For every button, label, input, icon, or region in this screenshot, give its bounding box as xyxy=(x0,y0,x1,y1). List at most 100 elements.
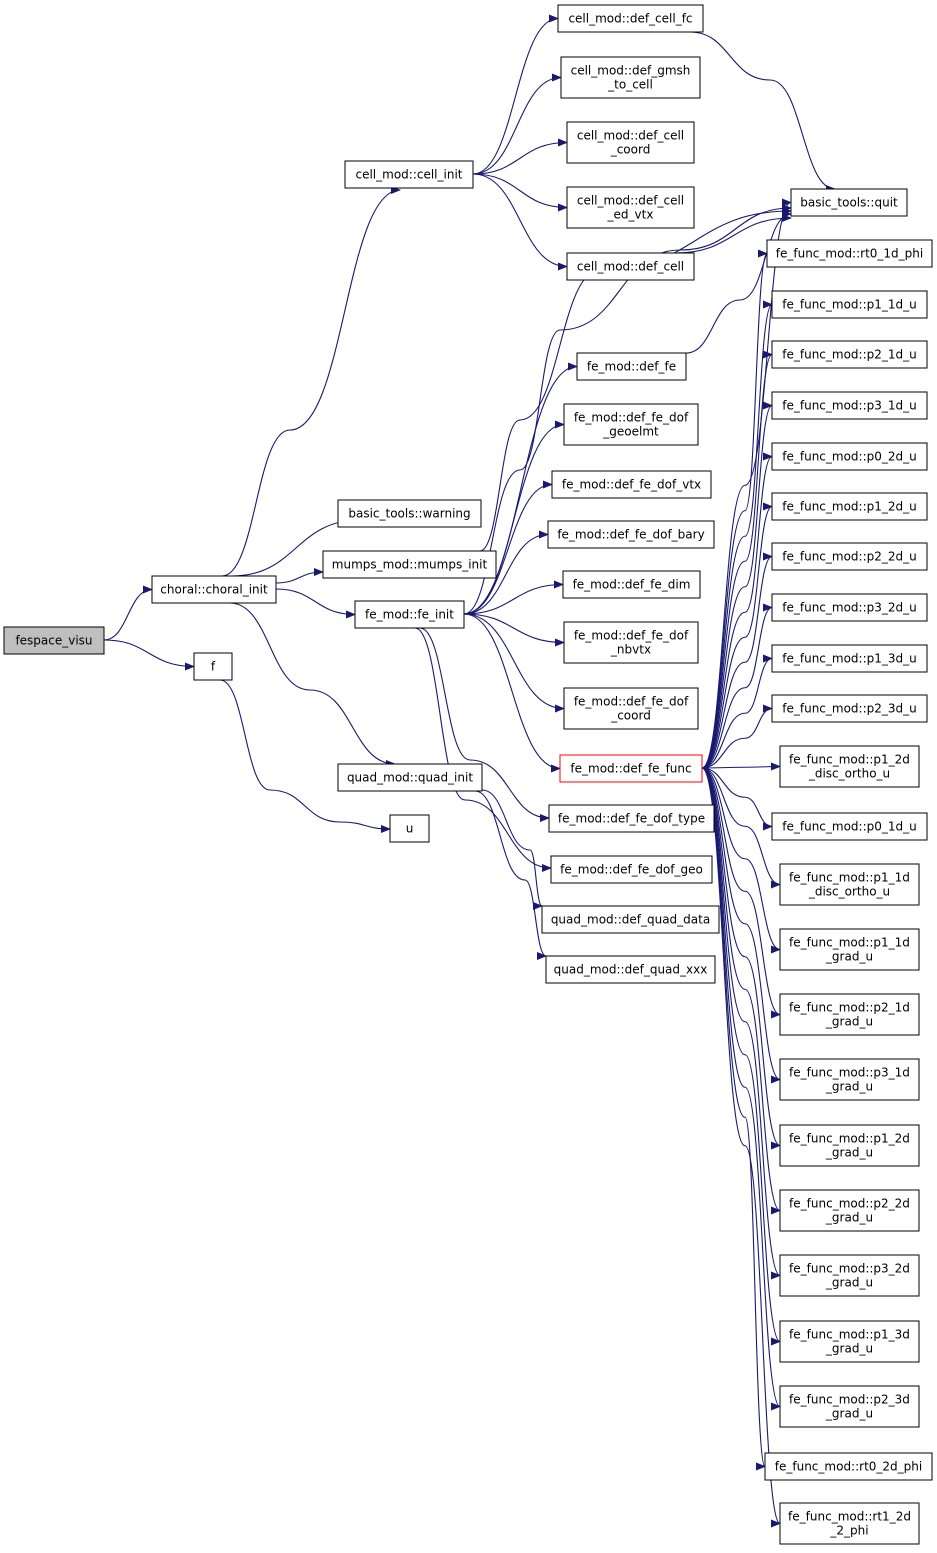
node-p1_3d_u[interactable]: fe_func_mod::p1_3d_u xyxy=(771,644,928,673)
node-def_quad_xxx[interactable]: quad_mod::def_quad_xxx xyxy=(545,955,716,984)
node-label: fe_func_mod::p3_1d_u xyxy=(782,399,916,413)
node-def_quad_data[interactable]: quad_mod::def_quad_data xyxy=(541,905,720,934)
node-box xyxy=(771,391,928,420)
node-def_fe_dof_geo[interactable]: fe_mod::def_fe_dof_geo xyxy=(550,855,713,884)
node-def_fe_dof_type[interactable]: fe_mod::def_fe_dof_type xyxy=(548,804,715,833)
node-p0_2d_u[interactable]: fe_func_mod::p0_2d_u xyxy=(771,442,928,471)
node-label: _grad_u xyxy=(825,1407,873,1421)
edge-choral_init-to-mumps_init xyxy=(275,568,324,584)
node-label: _disc_ortho_u xyxy=(808,885,890,899)
node-label: fe_func_mod::p2_3d_u xyxy=(782,702,916,716)
node-label: fe_func_mod::p1_2d xyxy=(789,1132,910,1146)
edge-def_fe_func-to-p1_1d_u xyxy=(701,300,773,769)
node-label: cell_mod::def_cell xyxy=(577,260,684,274)
node-box xyxy=(560,56,701,99)
node-f[interactable]: f xyxy=(193,652,233,681)
node-quad_init[interactable]: quad_mod::quad_init xyxy=(337,763,483,792)
node-def_fe_dof_nbvtx[interactable]: fe_mod::def_fe_dof_nbvtx xyxy=(563,621,699,664)
node-p1_2d_disc_ortho_u[interactable]: fe_func_mod::p1_2d_disc_ortho_u xyxy=(779,745,920,788)
node-rt1_2d_2_phi[interactable]: fe_func_mod::rt1_2d_2_phi xyxy=(779,1502,920,1545)
node-p2_3d_grad_u[interactable]: fe_func_mod::p2_3d_grad_u xyxy=(779,1385,920,1428)
edge-cell_init-to-def_cell_ed_vtx xyxy=(472,173,568,212)
node-label: fespace_visu xyxy=(15,634,92,648)
node-p0_1d_u[interactable]: fe_func_mod::p0_1d_u xyxy=(771,812,928,841)
node-label: fe_mod::def_fe_dof_bary xyxy=(557,528,704,542)
node-p3_1d_u[interactable]: fe_func_mod::p3_1d_u xyxy=(771,391,928,420)
node-def_cell_fc[interactable]: cell_mod::def_cell_fc xyxy=(557,4,704,33)
edge-def_fe_func-to-p0_1d_u xyxy=(701,767,773,831)
node-def_gmsh_to_cell[interactable]: cell_mod::def_gmsh_to_cell xyxy=(560,56,701,99)
edge-def_fe_func-to-p2_2d_u xyxy=(701,552,773,769)
node-p2_1d_grad_u[interactable]: fe_func_mod::p2_1d_grad_u xyxy=(779,993,920,1036)
node-p3_1d_grad_u[interactable]: fe_func_mod::p3_1d_grad_u xyxy=(779,1058,920,1101)
node-box xyxy=(771,644,928,673)
node-def_fe[interactable]: fe_mod::def_fe xyxy=(576,352,687,381)
node-cell_init[interactable]: cell_mod::cell_init xyxy=(344,160,474,189)
node-box xyxy=(790,188,908,217)
node-box xyxy=(337,499,482,528)
node-rt0_2d_phi[interactable]: fe_func_mod::rt0_2d_phi xyxy=(764,1452,933,1481)
node-def_fe_dof_bary[interactable]: fe_mod::def_fe_dof_bary xyxy=(547,520,715,549)
node-label: fe_func_mod::p3_2d xyxy=(789,1262,910,1276)
node-label: fe_func_mod::p0_2d_u xyxy=(782,450,916,464)
node-label: fe_func_mod::p2_1d_u xyxy=(782,348,916,362)
node-p2_3d_u[interactable]: fe_func_mod::p2_3d_u xyxy=(771,694,928,723)
node-fe_init[interactable]: fe_mod::fe_init xyxy=(354,600,465,629)
edge-def_fe_func-to-p1_3d_grad_u xyxy=(701,767,781,1346)
node-p1_2d_grad_u[interactable]: fe_func_mod::p1_2d_grad_u xyxy=(779,1124,920,1167)
node-label: fe_mod::def_fe_dof xyxy=(574,411,689,425)
node-warning[interactable]: basic_tools::warning xyxy=(337,499,482,528)
node-p2_2d_grad_u[interactable]: fe_func_mod::p2_2d_grad_u xyxy=(779,1189,920,1232)
node-box xyxy=(559,754,703,783)
node-u[interactable]: u xyxy=(389,814,430,843)
node-def_cell_ed_vtx[interactable]: cell_mod::def_cell_ed_vtx xyxy=(566,186,695,229)
node-box xyxy=(779,1189,920,1232)
edge-fe_init-to-def_fe_dof_nbvtx xyxy=(463,613,565,647)
node-label: fe_func_mod::p1_1d xyxy=(789,936,910,950)
node-p1_2d_u[interactable]: fe_func_mod::p1_2d_u xyxy=(771,492,928,521)
node-label: quad_mod::def_quad_data xyxy=(551,913,710,927)
node-box xyxy=(566,186,695,229)
node-rt0_1d_phi[interactable]: fe_func_mod::rt0_1d_phi xyxy=(766,239,933,268)
node-def_fe_func[interactable]: fe_mod::def_fe_func xyxy=(559,754,703,783)
node-def_cell[interactable]: cell_mod::def_cell xyxy=(566,252,695,281)
edge-def_fe_func-to-p1_1d_grad_u xyxy=(701,767,781,954)
node-p3_2d_grad_u[interactable]: fe_func_mod::p3_2d_grad_u xyxy=(779,1254,920,1297)
node-def_fe_dof_coord[interactable]: fe_mod::def_fe_dof_coord xyxy=(563,687,699,730)
node-fespace_visu[interactable]: fespace_visu xyxy=(3,626,105,655)
node-p1_1d_grad_u[interactable]: fe_func_mod::p1_1d_grad_u xyxy=(779,928,920,971)
node-label: fe_func_mod::p1_2d xyxy=(789,753,910,767)
node-label: fe_func_mod::p1_1d_u xyxy=(782,298,916,312)
node-box xyxy=(779,993,920,1036)
node-def_fe_dim[interactable]: fe_mod::def_fe_dim xyxy=(562,570,701,599)
edge-def_cell-to-quit xyxy=(675,214,792,254)
node-p1_1d_disc_ortho_u[interactable]: fe_func_mod::p1_1d_disc_ortho_u xyxy=(779,863,920,906)
node-p2_1d_u[interactable]: fe_func_mod::p2_1d_u xyxy=(771,340,928,369)
node-box xyxy=(193,652,233,681)
node-def_fe_dof_geoelmt[interactable]: fe_mod::def_fe_dof_geoelmt xyxy=(563,403,699,446)
node-box xyxy=(557,4,704,33)
node-label: f xyxy=(211,660,216,674)
node-p1_1d_u[interactable]: fe_func_mod::p1_1d_u xyxy=(771,290,928,319)
node-choral_init[interactable]: choral::choral_init xyxy=(151,575,277,604)
node-p2_2d_u[interactable]: fe_func_mod::p2_2d_u xyxy=(771,542,928,571)
edge-fespace_visu-to-choral_init xyxy=(103,585,153,641)
node-label: basic_tools::quit xyxy=(800,196,898,210)
edge-def_fe_func-to-p2_1d_grad_u xyxy=(701,767,781,1019)
edge-def_fe_func-to-p2_3d_u xyxy=(701,704,773,769)
node-def_cell_coord[interactable]: cell_mod::def_cell_coord xyxy=(566,121,695,164)
edge-def_fe_func-to-p3_1d_u xyxy=(701,401,773,769)
node-box xyxy=(771,340,928,369)
node-mumps_init[interactable]: mumps_mod::mumps_init xyxy=(322,550,497,579)
node-box xyxy=(337,763,483,792)
node-label: fe_func_mod::p1_3d xyxy=(789,1328,910,1342)
node-p3_2d_u[interactable]: fe_func_mod::p3_2d_u xyxy=(771,593,928,622)
node-quit[interactable]: basic_tools::quit xyxy=(790,188,908,217)
node-def_fe_dof_vtx[interactable]: fe_mod::def_fe_dof_vtx xyxy=(551,470,712,499)
node-label: _grad_u xyxy=(825,1146,873,1160)
node-label: _geoelmt xyxy=(602,425,659,439)
node-box xyxy=(764,1452,933,1481)
node-p1_3d_grad_u[interactable]: fe_func_mod::p1_3d_grad_u xyxy=(779,1320,920,1363)
